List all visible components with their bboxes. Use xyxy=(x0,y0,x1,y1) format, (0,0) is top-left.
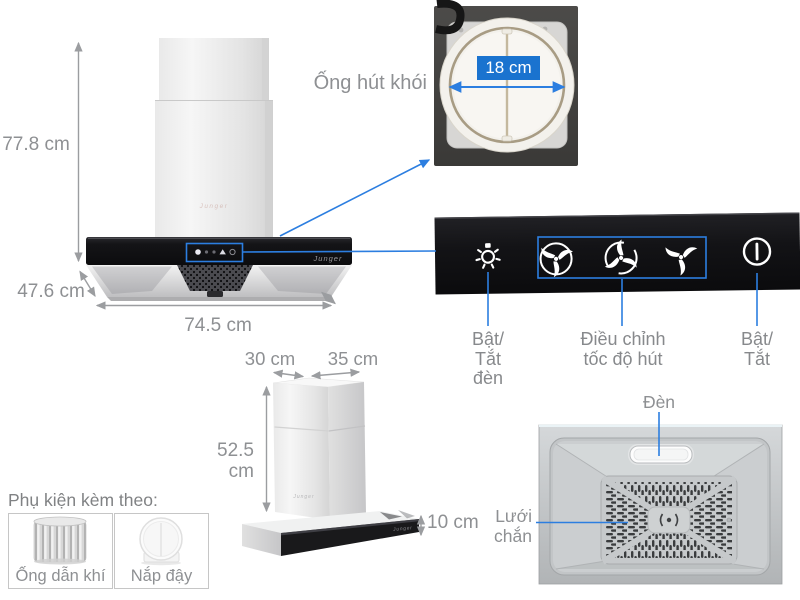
base-height-dimension-label: 10 cm xyxy=(427,512,479,533)
accessory-box-duct: Ống dẫn khí xyxy=(8,513,113,589)
power-button-label: Bật/ Tắt xyxy=(740,329,774,369)
power-icon xyxy=(742,237,772,266)
touch-controls xyxy=(195,248,236,256)
brand-logo-side-base: Junger xyxy=(392,525,413,533)
flexible-duct-icon xyxy=(33,516,87,565)
light-icon xyxy=(475,243,501,269)
hood-front-view: Junger Junger xyxy=(86,38,352,301)
brand-logo-chimney: Junger xyxy=(199,203,229,210)
top-depth-dimension-label: 30 cm xyxy=(244,348,296,369)
control-panel-photo xyxy=(434,212,800,295)
touch-controls-highlight-box xyxy=(185,242,244,263)
light-button-label: Bật/ Tắt đèn xyxy=(471,329,505,388)
fan-speed-low-icon xyxy=(532,239,573,281)
side-glass-panel xyxy=(281,519,419,556)
triangle-touch-icon xyxy=(219,249,226,255)
depth-arrow-left xyxy=(79,270,96,298)
accessory-duct-label: Ống dẫn khí xyxy=(15,567,106,585)
panel-callout-line xyxy=(242,250,437,253)
duct-outlet-ring xyxy=(439,17,575,153)
duct-label: Ống hút khói xyxy=(313,72,427,94)
hood-side-view: Junger Junger xyxy=(242,377,419,556)
circle-touch-icon xyxy=(229,248,236,256)
depth-dimension-label: 47.6 cm xyxy=(17,281,85,302)
power-cord xyxy=(435,0,465,35)
width-dimension-label: 74.5 cm xyxy=(184,315,252,336)
hood-glass-panel xyxy=(86,237,352,265)
brand-logo-side-tower: Junger xyxy=(292,494,314,500)
height-dimension-label: 77.8 cm xyxy=(2,134,70,155)
top-depth-arrow xyxy=(272,369,305,380)
fan-speed-highlight-box xyxy=(537,236,707,279)
depth-arrow-right xyxy=(321,291,336,305)
accessories-title: Phụ kiện kèm theo: xyxy=(8,490,158,510)
dimension-arrows xyxy=(74,41,426,537)
lamp-bar xyxy=(628,444,694,465)
lamp-label: Đèn xyxy=(642,392,676,412)
mesh-filter-grille xyxy=(600,475,738,565)
brand-logo-front: Junger xyxy=(313,254,343,263)
accessory-box-cap: Nắp đậy xyxy=(114,513,209,589)
mesh-label: Lưới chắn xyxy=(494,506,532,546)
top-width-arrow xyxy=(310,368,361,380)
fan-speed-mid-icon xyxy=(600,238,638,275)
duct-diameter-badge: 18 cm xyxy=(477,56,540,80)
duct-cap-icon xyxy=(139,517,183,566)
duct-callout-arrow xyxy=(279,159,431,237)
hood-bottom-view xyxy=(538,424,783,585)
speed-buttons-label: Điều chỉnh tốc độ hút xyxy=(580,329,666,369)
front-mesh-grille xyxy=(177,265,253,297)
callout-lines xyxy=(185,159,758,524)
duct-photo xyxy=(434,0,578,166)
top-width-dimension-label: 35 cm xyxy=(327,348,379,369)
tower-height-dimension-label: 52.5 cm xyxy=(217,440,254,482)
accessory-cap-label: Nắp đậy xyxy=(130,567,193,585)
